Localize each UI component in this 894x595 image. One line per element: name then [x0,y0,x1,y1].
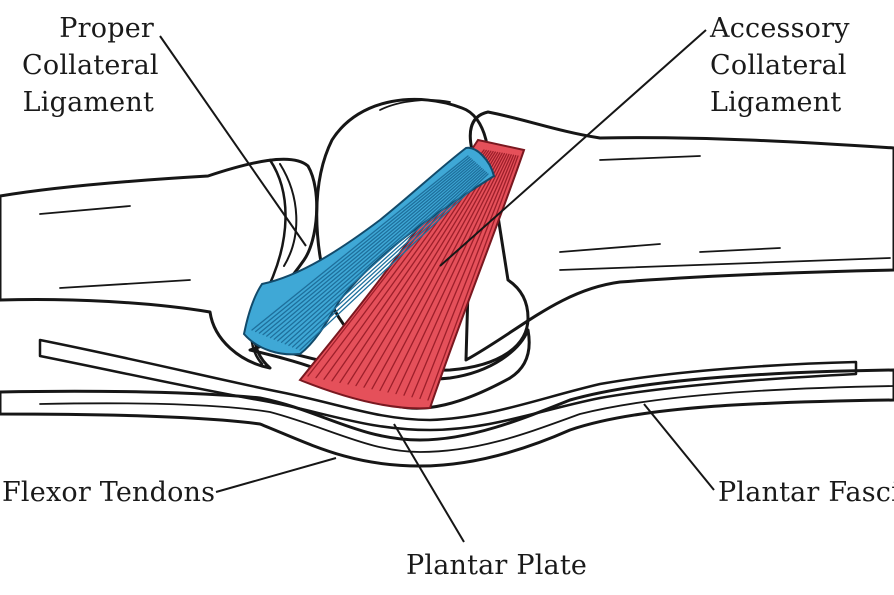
label-line: Ligament [710,87,842,118]
proper-ligament-fibers [251,155,489,351]
plantar-plate-label: Plantar Plate [406,550,588,581]
leader-plantar-plate [393,423,465,543]
metatarsal-bone [464,110,894,362]
leader-flexor [215,457,337,493]
label-line: Collateral [710,50,847,81]
ligament-fiber [273,163,478,340]
ligament-fiber [411,154,515,398]
proper-collateral-ligament-label: Proper Collateral Ligament [22,10,159,121]
ligament-fiber [299,173,489,351]
ligament-fiber [379,152,506,392]
ligament-fiber [363,152,501,388]
ligament-fiber [262,159,474,336]
ligament-fiber [288,169,485,347]
ligament-fiber [403,154,512,396]
ligament-fiber [419,154,517,400]
label-line: Proper [59,13,154,44]
ligament-fiber [258,158,472,334]
ligament-fiber [255,156,471,333]
ligament-fiber [295,171,488,350]
ligament-fiber [355,151,499,387]
ligament-fiber [280,166,481,343]
ligament-fiber [427,155,519,401]
leader-accessory [439,29,707,267]
label-line: Ligament [22,87,154,118]
label-line: Collateral [22,50,159,81]
ligament-fiber [371,152,503,390]
ligament-fiber [291,170,486,348]
label-line: Accessory [710,13,850,44]
leader-proper [159,35,307,247]
bone-shading [39,99,891,289]
ligament-fiber [266,160,475,337]
accessory-collateral-ligament-label: Accessory Collateral Ligament [710,10,850,121]
ligament-fiber [269,162,477,339]
ligament-fiber [284,167,483,345]
plantar-fascia [38,338,858,432]
flexor-tendons-label: Flexor Tendons [2,477,216,508]
leader-plantar-fascia [643,403,715,491]
ligament-fiber [395,153,510,395]
ligament-fiber [277,165,480,342]
plantar-fascia-label: Plantar Fascia [718,477,894,508]
leader-lines [159,29,715,543]
ligament-fiber [251,155,469,331]
ligament-fiber [387,153,508,393]
